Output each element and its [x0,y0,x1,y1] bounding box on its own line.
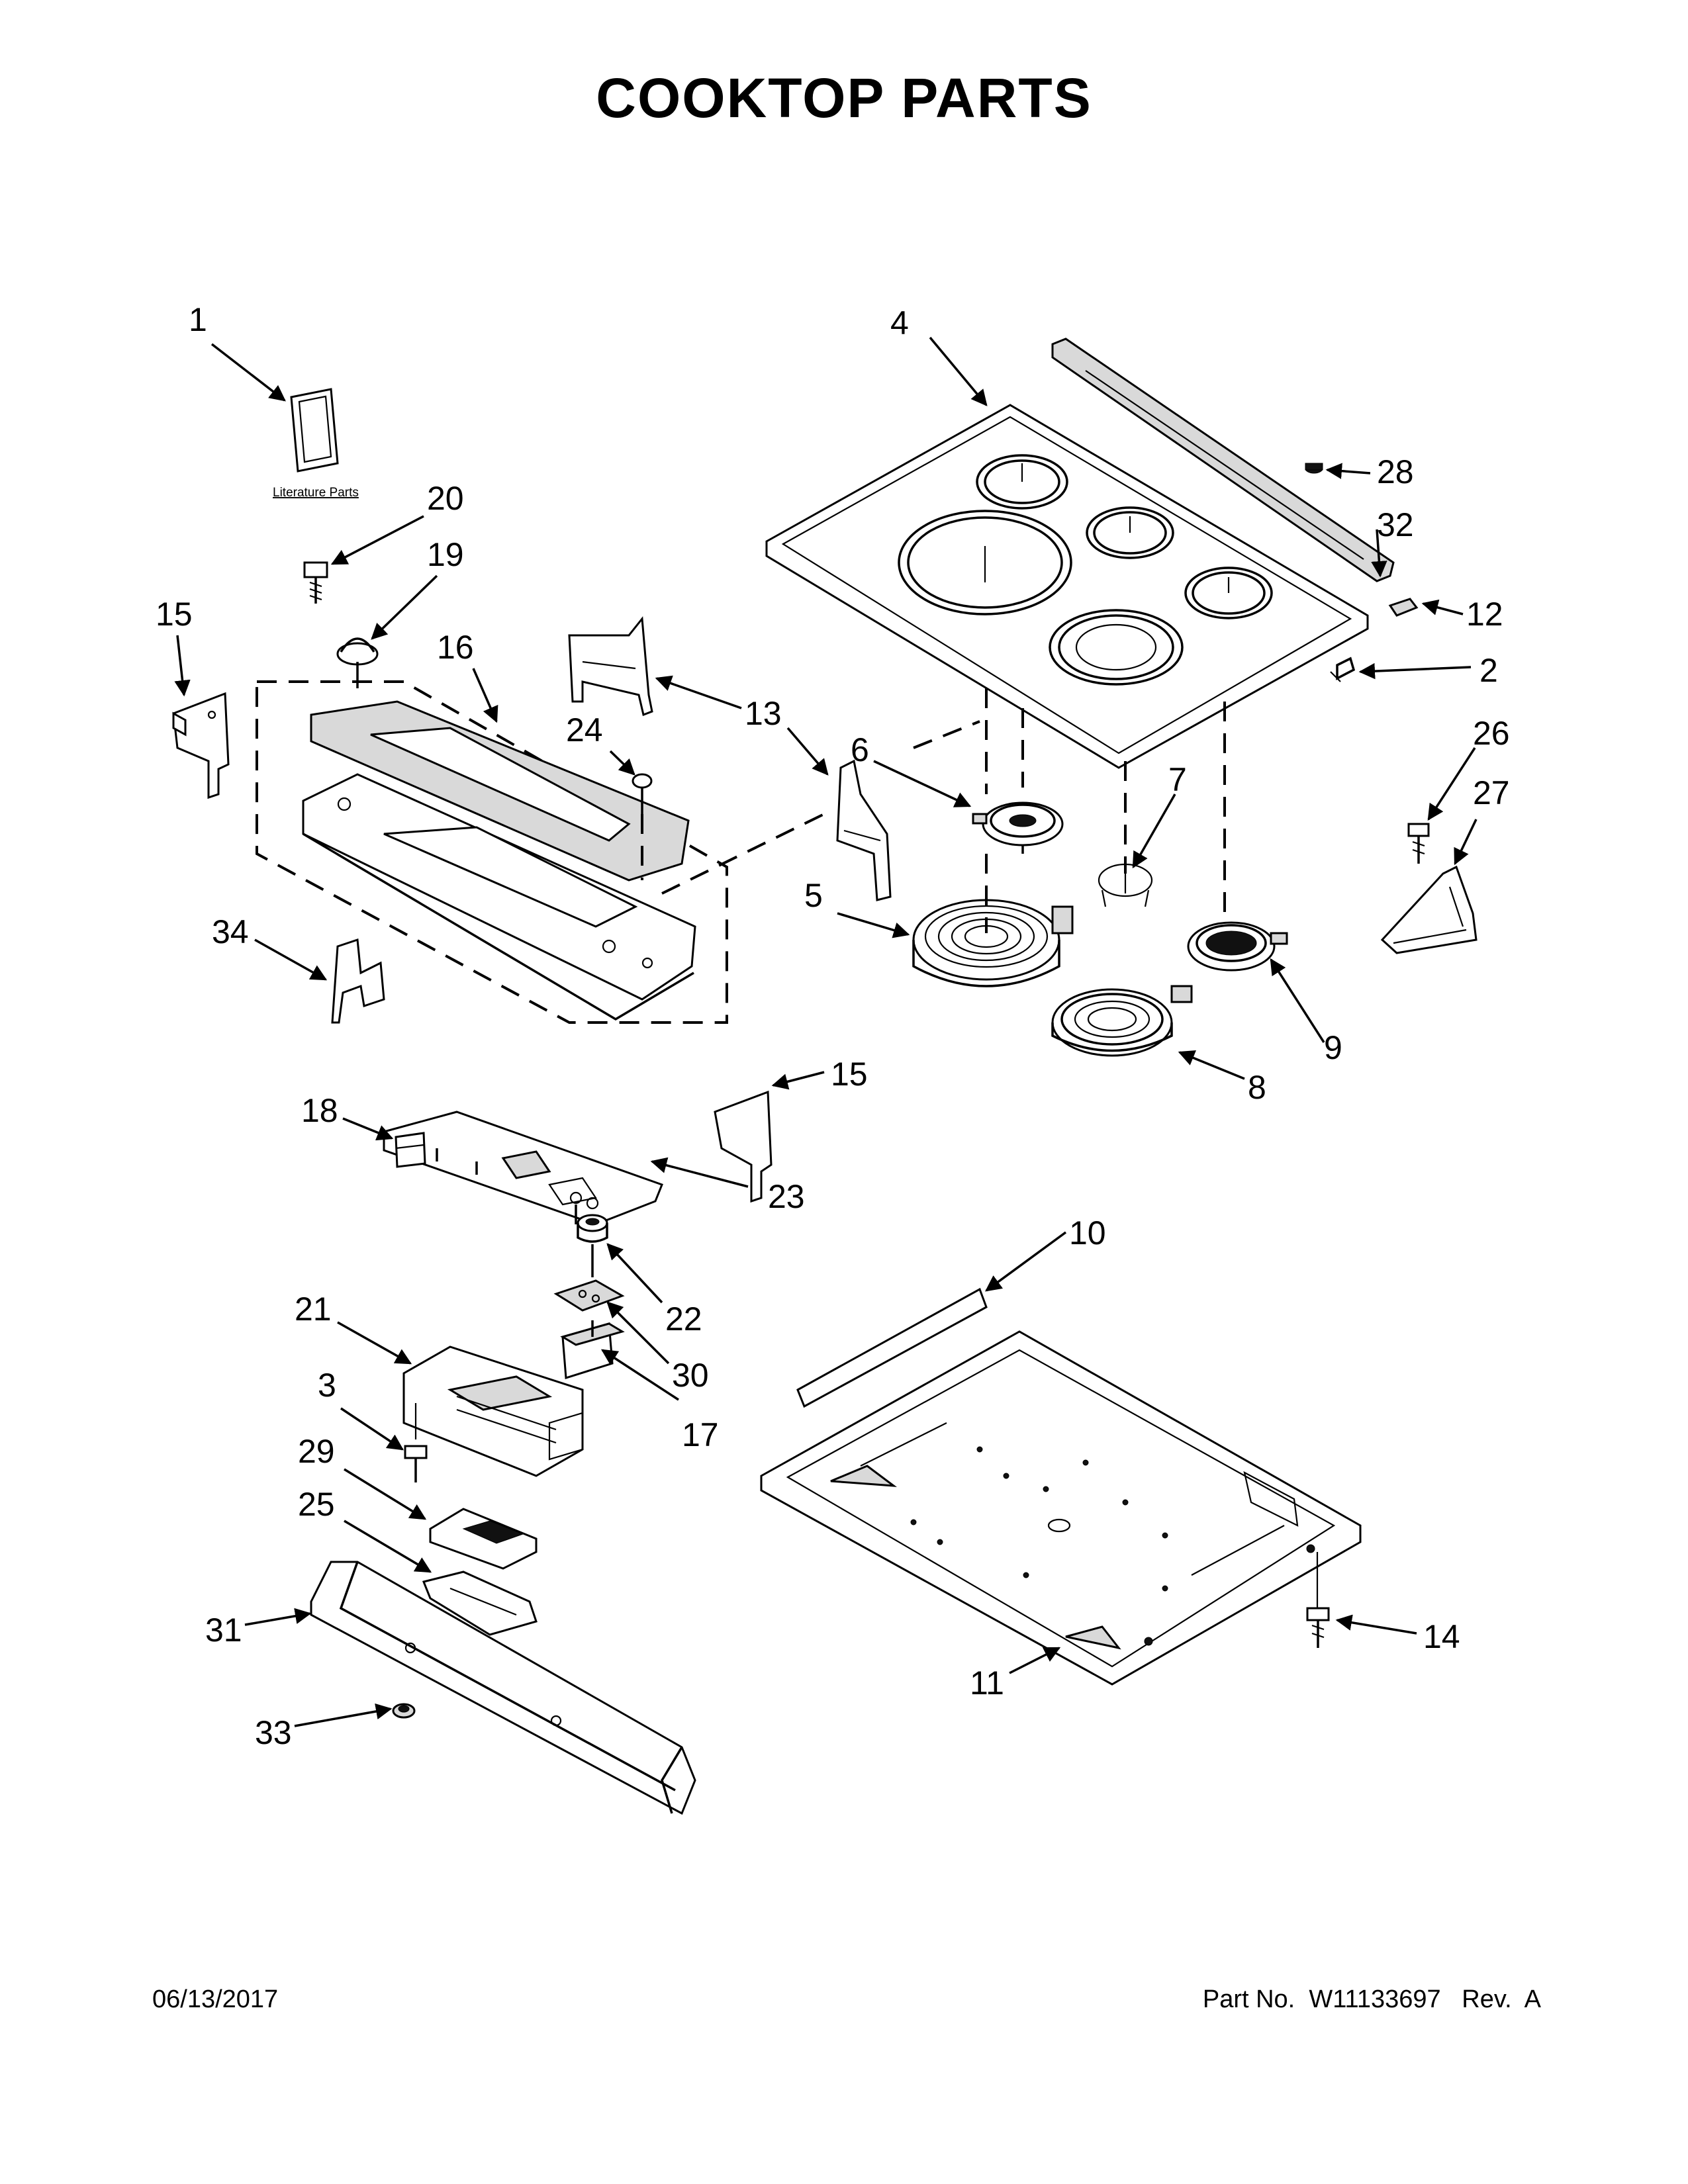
screw-20[interactable] [303,561,328,604]
literature-parts[interactable]: Literature Parts [273,388,359,500]
callout-31: 31 [205,1612,242,1649]
guide-line-5 [913,720,980,749]
callout-23: 23 [768,1178,805,1215]
glass-cooktop-4[interactable] [765,404,1369,769]
element-6[interactable] [972,801,1064,854]
callout-30: 30 [672,1357,709,1394]
callout-6: 6 [851,731,869,768]
callout-7: 7 [1168,761,1187,798]
clip-12[interactable] [1388,598,1419,617]
bracket-7[interactable] [1098,863,1153,907]
callout-16: 16 [437,629,474,666]
callout-24: 24 [566,711,603,749]
grommet-33[interactable] [392,1703,416,1719]
rear-trim-32[interactable] [1051,338,1395,582]
connector-29[interactable] [429,1508,538,1570]
callout-22: 22 [665,1300,702,1338]
callout-15-right: 15 [831,1056,868,1093]
callout-14: 14 [1423,1618,1460,1655]
sensor-2[interactable] [1330,657,1356,682]
screw-14[interactable] [1306,1552,1330,1648]
screw-24[interactable] [632,773,653,880]
callout-18: 18 [301,1092,338,1129]
bracket-27[interactable] [1380,865,1477,954]
seal-30[interactable] [553,1279,625,1312]
knob-19[interactable] [336,637,379,688]
callout-34: 34 [212,913,249,950]
callout-33: 33 [255,1714,292,1751]
bumper-28[interactable] [1305,463,1323,474]
page-title: COOKTOP PARTS [596,67,1092,129]
knob-22[interactable] [577,1214,608,1277]
chassis-10-11[interactable] [760,1287,1362,1686]
callout-20: 20 [427,480,464,517]
callout-12: 12 [1466,596,1503,633]
bracket-13-upper[interactable] [568,616,653,717]
callout-25: 25 [298,1486,335,1523]
callout-29: 29 [298,1433,335,1470]
callout-27: 27 [1473,774,1510,811]
callout-1: 1 [189,301,207,338]
callout-2: 2 [1479,652,1498,689]
lower-trim-31[interactable] [310,1561,696,1815]
callout-17: 17 [682,1416,719,1453]
literature-label: Literature Parts [273,486,359,500]
footer-date: 06/13/2017 [152,1985,279,2013]
bracket-15-left[interactable] [172,692,230,799]
relay-18[interactable] [395,1132,426,1168]
switch-17[interactable] [560,1320,625,1379]
bracket-34[interactable] [331,938,385,1024]
bracket-25[interactable] [422,1570,538,1636]
callout-5: 5 [804,877,823,914]
callout-28: 28 [1377,453,1414,490]
callout-13: 13 [745,695,782,732]
leader-lines [174,336,1477,1727]
callout-4: 4 [890,304,909,341]
callout-19: 19 [427,536,464,573]
callout-15-left: 15 [156,596,193,633]
control-mount-23[interactable] [383,1111,663,1226]
control-panel-16[interactable] [256,680,728,1024]
element-5[interactable] [912,854,1074,987]
control-board-21[interactable] [402,1345,584,1477]
callout-32: 32 [1377,506,1414,543]
callout-3: 3 [318,1367,336,1404]
callout-11: 11 [970,1664,1004,1702]
callout-8: 8 [1248,1069,1266,1106]
callout-numbers: 1 20 19 15 16 24 13 34 15 18 23 4 28 32 … [156,301,1510,1751]
screw-3[interactable] [404,1403,428,1482]
bracket-15-right[interactable] [714,1090,773,1203]
screw-26[interactable] [1407,823,1430,864]
element-8[interactable] [1051,985,1193,1057]
element-9[interactable] [1187,921,1288,972]
footer-part-number: Part No. W11133697 Rev. A [1202,1985,1541,2013]
callout-9: 9 [1324,1029,1342,1066]
callout-21: 21 [295,1291,332,1328]
callout-26: 26 [1473,715,1510,752]
callout-10: 10 [1069,1214,1106,1251]
bracket-13-lower[interactable] [836,759,892,901]
